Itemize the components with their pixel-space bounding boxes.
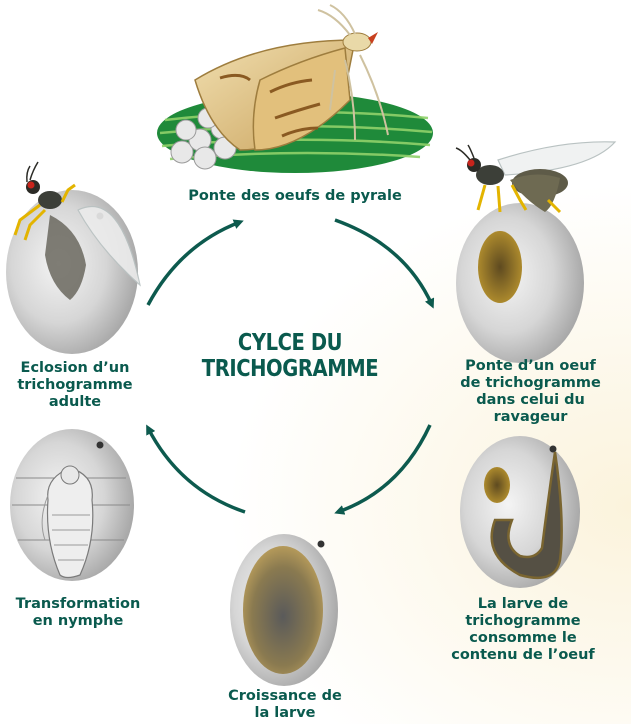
arrow-to-top — [148, 222, 240, 305]
label-croissance: Croissance de la larve — [215, 688, 355, 722]
diagram-title: CYLCE DU TRICHOGRAMME — [197, 330, 384, 382]
trichogramme-laying-illustration — [456, 142, 615, 363]
label-nymphe: Transformation en nymphe — [8, 596, 148, 630]
trichogramme-egg — [478, 231, 522, 303]
arrow-right-to-bottom — [338, 425, 430, 512]
title-line-1: CYLCE DU — [197, 330, 384, 356]
nymph-illustration — [10, 429, 134, 581]
host-egg-right — [456, 203, 584, 363]
larva-growing — [243, 546, 323, 674]
label-ponte-trichogramme: Ponte d’un oeuf de trichogramme dans cel… — [438, 358, 623, 426]
title-line-2: TRICHOGRAMME — [197, 356, 384, 382]
larva-consuming-illustration — [460, 436, 580, 588]
arrow-top-to-right — [335, 220, 432, 305]
emergence-illustration — [6, 162, 140, 354]
label-eclosion: Eclosion d’un trichogramme adulte — [5, 360, 145, 411]
wasp-right — [456, 142, 615, 212]
label-ponte-pyrale: Ponte des oeufs de pyrale — [175, 188, 415, 205]
label-larve-consomme: La larve de trichogramme consomme le con… — [448, 596, 598, 664]
arrow-bottom-to-left — [148, 428, 245, 512]
pyrale-laying-illustration — [157, 5, 433, 173]
growing-larva-illustration — [230, 534, 338, 686]
